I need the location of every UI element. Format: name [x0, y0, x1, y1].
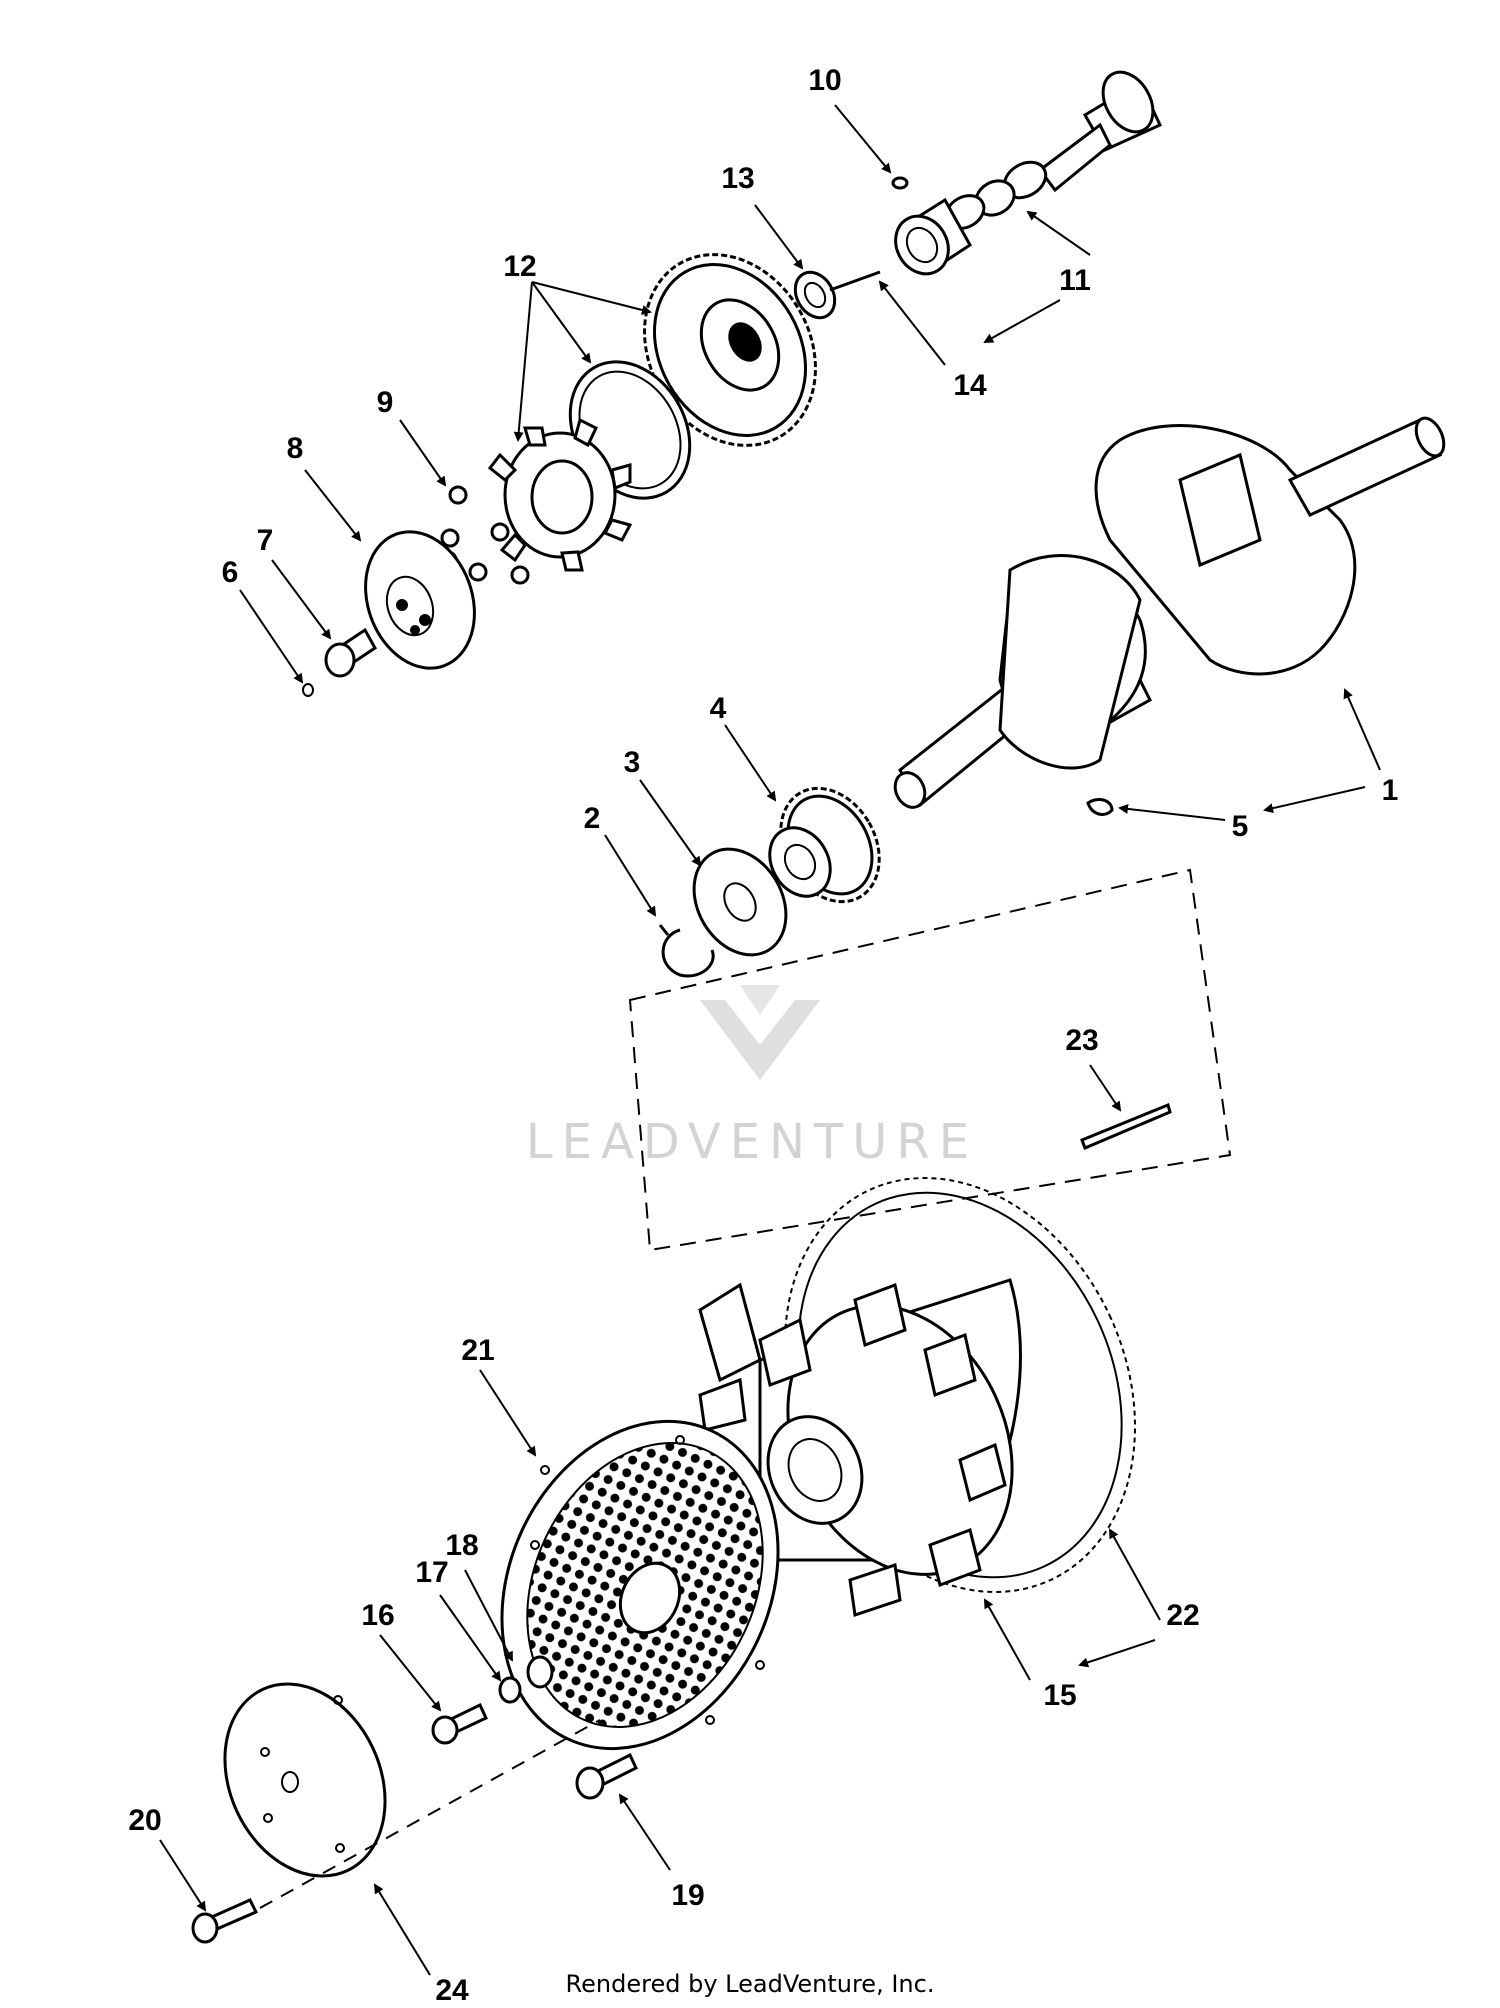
part-16-bolt	[431, 1702, 488, 1745]
callout-14: 14	[953, 369, 987, 402]
callout-16: 16	[361, 1599, 394, 1632]
footer-credit: Rendered by LeadVenture, Inc.	[565, 1970, 935, 1998]
part-13-ring	[793, 270, 837, 320]
callout-20: 20	[128, 1804, 161, 1837]
watermark: LEADVENTURE	[526, 985, 978, 1170]
callout-3: 3	[624, 746, 641, 779]
part-19-bolt	[575, 1752, 638, 1800]
part-20-bolt	[191, 1898, 259, 1944]
callout-6: 6	[222, 556, 239, 589]
part-10-pin	[891, 176, 909, 190]
callout-19: 19	[671, 1879, 704, 1912]
callout-9: 9	[377, 386, 394, 419]
callout-17: 17	[415, 1556, 448, 1589]
part-17-lockwasher	[498, 1676, 522, 1704]
leader-arrows	[159, 104, 1381, 1976]
callout-10: 10	[808, 64, 841, 97]
part-6-washer	[302, 683, 314, 697]
assembly-axis	[259, 1719, 601, 1909]
callout-7: 7	[257, 524, 274, 557]
callout-23: 23	[1065, 1024, 1098, 1057]
callout-22: 22	[1166, 1599, 1199, 1632]
crank-gear	[768, 786, 881, 904]
part-5-key	[1086, 798, 1114, 816]
callout-24: 24	[435, 1974, 469, 2007]
crankshaft	[893, 416, 1446, 809]
dashed-enclosure	[628, 868, 1232, 1252]
camshaft	[894, 70, 1162, 276]
callout-2: 2	[584, 802, 601, 835]
callout-4: 4	[710, 692, 727, 725]
callout-18: 18	[445, 1529, 478, 1562]
callout-13: 13	[721, 162, 754, 195]
part-24-plate	[223, 1682, 387, 1878]
callout-12: 12	[503, 250, 536, 283]
governor-spider	[487, 417, 633, 572]
callout-1: 1	[1382, 774, 1399, 807]
watermark-text: LEADVENTURE	[526, 1114, 978, 1170]
callout-labels: 1 2 3 4 5 6 7 8 9 10 11 12 13 14 15 16 1…	[128, 64, 1398, 2007]
flywheel-screen	[500, 1419, 780, 1751]
callout-11: 11	[1059, 264, 1091, 297]
flywheel	[698, 1278, 1022, 1617]
part-7-bolt	[324, 627, 377, 678]
governor-cup	[364, 530, 476, 670]
part-18-washer	[526, 1655, 554, 1689]
callout-21: 21	[461, 1334, 494, 1367]
cam-gear	[643, 253, 817, 447]
part-14-pin	[829, 270, 881, 292]
callout-15: 15	[1043, 1679, 1076, 1712]
part-2-snap-ring	[658, 924, 715, 978]
part-23-key	[1080, 1102, 1172, 1150]
part-3-washer	[692, 847, 788, 957]
callout-5: 5	[1232, 810, 1249, 843]
callout-8: 8	[287, 432, 304, 465]
